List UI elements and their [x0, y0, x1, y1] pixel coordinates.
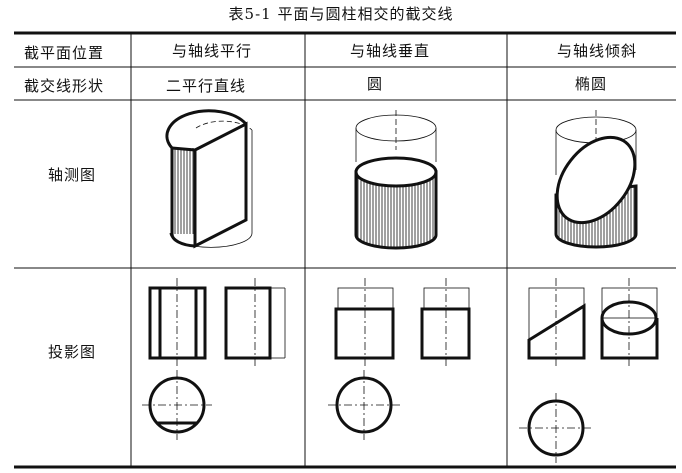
col-perpendicular-position: 与轴线垂直	[349, 42, 431, 60]
proj-perpendicular-side	[420, 278, 471, 368]
row-label-axonometric: 轴测图	[47, 166, 97, 184]
proj-parallel-side	[224, 278, 286, 368]
proj-inclined-top	[519, 393, 593, 463]
table-caption: 表5-1 平面与圆柱相交的截交线	[228, 5, 454, 23]
proj-parallel-top	[142, 370, 212, 440]
proj-inclined-front	[527, 278, 586, 368]
axo-perpendicular-cut	[354, 110, 438, 250]
proj-perpendicular-front	[334, 278, 395, 368]
proj-inclined-side	[600, 278, 659, 368]
proj-parallel-front	[148, 278, 207, 368]
proj-perpendicular-top	[328, 370, 400, 440]
row-label-intersection-shape: 截交线形状	[24, 77, 105, 95]
table-grid	[14, 31, 676, 469]
col-parallel-shape: 二平行直线	[165, 77, 247, 95]
col-inclined-shape: 椭圆	[574, 75, 608, 93]
row-label-plane-position: 截平面位置	[24, 44, 105, 62]
col-parallel-position: 与轴线平行	[171, 42, 253, 60]
col-inclined-position: 与轴线倾斜	[556, 42, 638, 60]
axo-parallel-cut	[165, 109, 253, 249]
col-perpendicular-shape: 圆	[366, 75, 384, 93]
axo-inclined-cut	[554, 110, 638, 249]
row-label-projection: 投影图	[47, 343, 97, 361]
